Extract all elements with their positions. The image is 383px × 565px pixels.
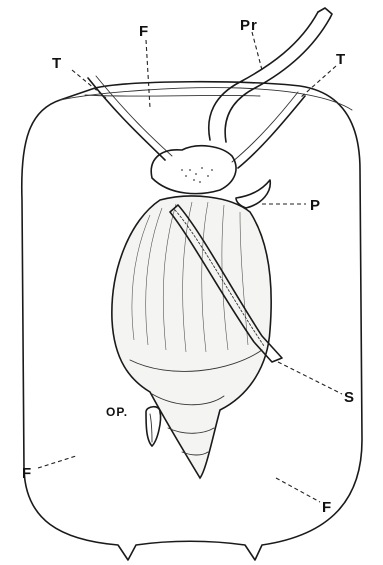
tentacle-right-inner (232, 92, 298, 162)
proboscis-outer (225, 18, 330, 142)
leader-proboscis (252, 32, 262, 70)
leader-foot-left (38, 456, 76, 468)
foot-fold-line-lower (85, 95, 260, 96)
leader-foot-top (146, 40, 150, 108)
leader-siphon (278, 362, 342, 394)
head (151, 146, 236, 194)
tentacle-right (238, 96, 305, 168)
label-siphon: S (344, 389, 355, 406)
label-tentacle-right: T (336, 51, 346, 68)
label-foot-right: F (322, 499, 332, 516)
label-foot-top: F (139, 23, 149, 40)
head-stipple (181, 167, 213, 183)
label-tentacle-left: T (52, 55, 62, 72)
tentacle-left-inner (96, 76, 172, 156)
proboscis-tip (318, 8, 332, 18)
operculum-line (150, 414, 152, 442)
leader-foot-right (276, 478, 320, 502)
operculum (146, 407, 161, 446)
proboscis (209, 12, 318, 140)
label-proboscis: Pr (240, 17, 258, 34)
label-operculum: OP. (106, 405, 128, 419)
leader-tentacle-right (300, 66, 336, 98)
label-foot-left: F (22, 465, 32, 482)
label-penis: P (310, 197, 321, 214)
tentacle-left (88, 78, 165, 160)
